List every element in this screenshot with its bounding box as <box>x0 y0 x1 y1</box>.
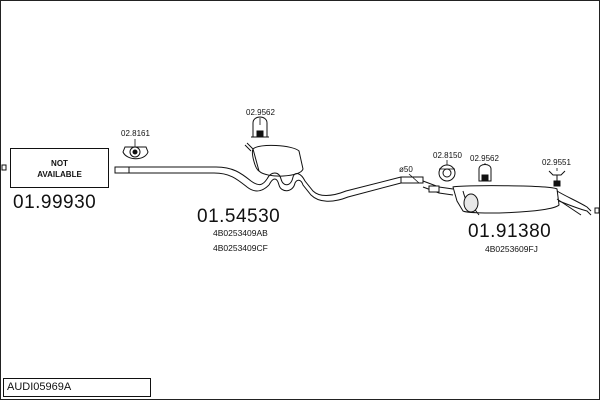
rear-silencer <box>422 180 592 216</box>
not-available-line1: NOT <box>51 159 68 168</box>
fitting-code-rubber-mount: 02.8161 <box>121 129 150 138</box>
part-number-middle-silencer: 01.54530 <box>197 206 281 227</box>
fitting-code-hanger: 02.9551 <box>542 158 571 167</box>
leader-lines <box>134 118 558 184</box>
fitting-code-gasket: 02.8150 <box>433 151 462 160</box>
middle-silencer <box>244 142 424 202</box>
right-edge-marker <box>594 207 600 214</box>
front-pipe <box>114 166 270 192</box>
hanger-icon <box>548 170 566 187</box>
pipe-diameter-label: ø50 <box>399 165 413 174</box>
oem-number-rear-1: 4B0253609FJ <box>485 244 538 254</box>
fitting-code-clamp-middle: 02.9562 <box>246 108 275 117</box>
gasket-ring-icon <box>438 164 456 182</box>
clamp-icon <box>251 116 269 138</box>
oem-number-middle-1: 4B0253409AB <box>213 228 268 238</box>
diagram-id: AUDI05969A <box>3 378 151 397</box>
rubber-mount-icon <box>122 146 149 160</box>
fitting-code-clamp-rear: 02.9562 <box>470 154 499 163</box>
clamp-icon-rear <box>478 164 492 182</box>
part-number-rear-silencer: 01.91380 <box>468 221 552 242</box>
left-edge-marker <box>1 164 7 171</box>
not-available-line2: AVAILABLE <box>37 170 82 179</box>
not-available-box: NOT AVAILABLE <box>10 148 109 188</box>
part-number-front-pipe: 01.99930 <box>13 192 97 213</box>
oem-number-middle-2: 4B0253409CF <box>213 243 268 253</box>
